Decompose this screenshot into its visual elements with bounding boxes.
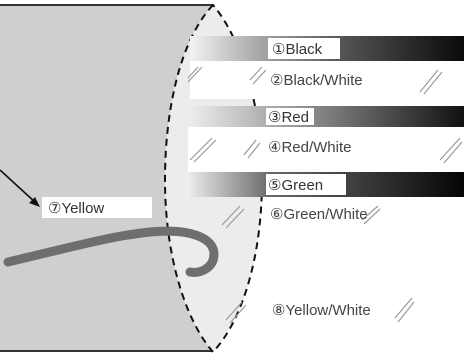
label-yellow: ⑦Yellow bbox=[48, 200, 104, 217]
label-black: ①Black bbox=[272, 41, 323, 58]
wire-end-black-white bbox=[190, 61, 464, 99]
wire-end-red-white bbox=[188, 127, 464, 172]
label-black-white: ②Black/White bbox=[270, 72, 363, 89]
label-box-red bbox=[266, 108, 314, 125]
label-box-black bbox=[268, 38, 340, 59]
label-yellow-white: ⑧Yellow/White bbox=[272, 302, 371, 319]
label-red: ③Red bbox=[268, 109, 309, 126]
label-box-yellow bbox=[42, 197, 152, 218]
cable-jacket bbox=[0, 5, 213, 352]
wire-end-red bbox=[188, 106, 464, 127]
hatch-marks bbox=[187, 66, 463, 324]
yellow-wire bbox=[3, 226, 219, 277]
label-green-white: ⑥Green/White bbox=[270, 206, 368, 223]
pointer-line bbox=[0, 169, 37, 204]
label-red-white: ④Red/White bbox=[268, 139, 351, 156]
pointer-arrowhead bbox=[29, 197, 40, 207]
label-green: ⑤Green bbox=[268, 177, 323, 194]
label-box-green bbox=[266, 174, 346, 195]
